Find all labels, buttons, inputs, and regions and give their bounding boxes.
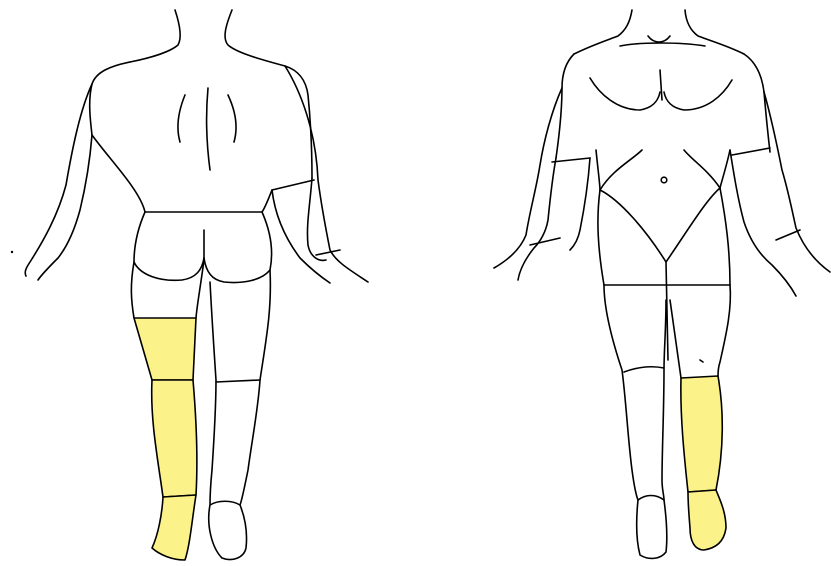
front-right-wrist-line — [776, 230, 800, 240]
back-neck-left — [130, 10, 180, 62]
front-left-arm-inner — [518, 158, 556, 280]
front-left-thigh-inner — [662, 300, 666, 500]
back-right-arm-outer — [285, 66, 368, 282]
front-left-foot — [637, 496, 667, 559]
front-left-torso-side — [596, 150, 600, 190]
back-spine-line — [207, 88, 210, 170]
region-left-shin-front[interactable] — [681, 376, 722, 492]
back-right-arm-inner — [307, 178, 326, 260]
back-right-leg-inner — [210, 282, 216, 505]
front-right-thigh-inner — [670, 300, 681, 378]
region-right-ankle-back[interactable] — [152, 495, 196, 560]
back-right-buttock — [204, 212, 272, 283]
back-neck-right — [225, 10, 285, 66]
front-right-lower-ribs — [684, 150, 720, 188]
back-right-wrist-line — [316, 250, 340, 255]
front-right-pec — [664, 80, 732, 110]
back-left-blade — [178, 95, 185, 142]
front-left-pec — [590, 78, 660, 110]
front-left-shoulder — [556, 54, 574, 158]
back-view-figure — [25, 10, 368, 560]
front-sternum — [660, 70, 662, 100]
front-right-torso-side — [720, 150, 730, 188]
back-right-knee-line — [216, 380, 260, 382]
front-right-elbow-line — [732, 148, 770, 155]
back-right-foot — [209, 501, 247, 559]
front-left-elbow-line — [552, 158, 590, 162]
front-left-wrist-line — [530, 238, 560, 245]
front-neck-left — [574, 10, 632, 54]
front-right-arm-inner — [730, 150, 796, 296]
front-right-knee-mark — [700, 360, 703, 362]
region-right-calf-back[interactable] — [152, 380, 197, 497]
back-left-arm-inner — [38, 135, 92, 280]
front-navel — [661, 177, 667, 183]
front-left-knee-line — [624, 367, 664, 372]
front-left-lower-ribs — [600, 150, 642, 190]
back-right-torso-side — [262, 190, 272, 212]
front-right-thigh-outer — [718, 285, 730, 376]
front-right-shoulder — [744, 54, 770, 152]
front-pelvis-v — [600, 188, 720, 262]
front-left-hip-outer — [598, 190, 604, 285]
back-right-shoulder — [285, 66, 312, 178]
front-collarbone — [620, 43, 705, 46]
front-left-arm-outer — [494, 88, 562, 268]
region-left-foot-front[interactable] — [688, 490, 726, 550]
back-left-torso-side — [92, 135, 145, 212]
front-right-hip-outer — [720, 188, 730, 285]
back-right-blade — [228, 95, 236, 142]
back-right-leg-outer — [240, 270, 270, 505]
region-right-thigh-back[interactable] — [134, 318, 196, 380]
front-view-figure — [494, 10, 830, 558]
stray-dot — [11, 251, 13, 253]
back-left-shoulder — [90, 62, 130, 135]
front-right-arm-outer — [764, 92, 830, 272]
front-neck-right — [685, 10, 744, 54]
front-left-forearm-inner — [570, 158, 590, 250]
back-right-elbow-line — [272, 180, 314, 190]
back-left-leg-outer — [131, 262, 134, 318]
front-neck-notch — [648, 36, 670, 42]
front-left-thigh-outer — [604, 285, 638, 500]
back-left-arm-outer — [25, 84, 92, 276]
back-left-buttock — [134, 212, 204, 280]
